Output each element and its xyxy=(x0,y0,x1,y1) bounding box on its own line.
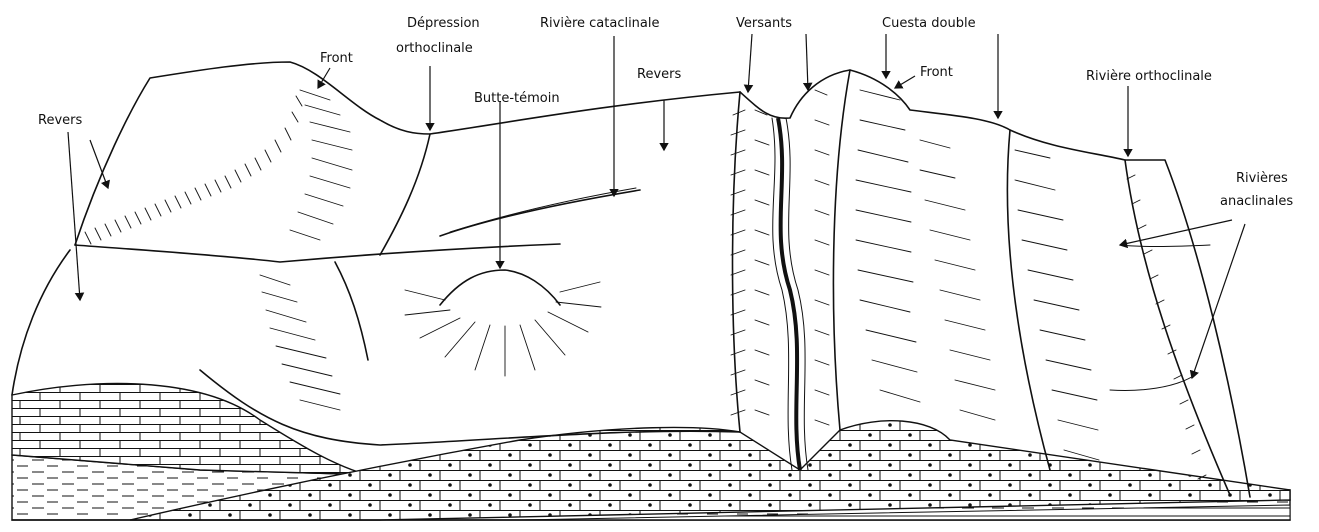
label-revers-left: Revers xyxy=(38,113,82,128)
leader-arrows xyxy=(68,34,1245,378)
geologic-section xyxy=(12,383,1290,520)
label-depression-line1: Dépression xyxy=(407,16,480,31)
label-riviere-orthoclinale: Rivière orthoclinale xyxy=(1086,69,1212,84)
label-versants: Versants xyxy=(736,16,792,31)
label-front-left: Front xyxy=(320,51,353,66)
label-cuesta-double: Cuesta double xyxy=(882,16,976,31)
label-rivieres-line2: anaclinales xyxy=(1220,194,1293,209)
labels: Revers Front Dépression orthoclinale But… xyxy=(38,16,1293,209)
label-rivieres-line1: Rivières xyxy=(1236,171,1288,186)
label-depression-line2: orthoclinale xyxy=(396,41,473,56)
label-revers-center: Revers xyxy=(637,67,681,82)
label-front-right: Front xyxy=(920,65,953,80)
label-riviere-cataclinale: Rivière cataclinale xyxy=(540,16,660,31)
label-butte-temoin: Butte-témoin xyxy=(474,91,560,106)
